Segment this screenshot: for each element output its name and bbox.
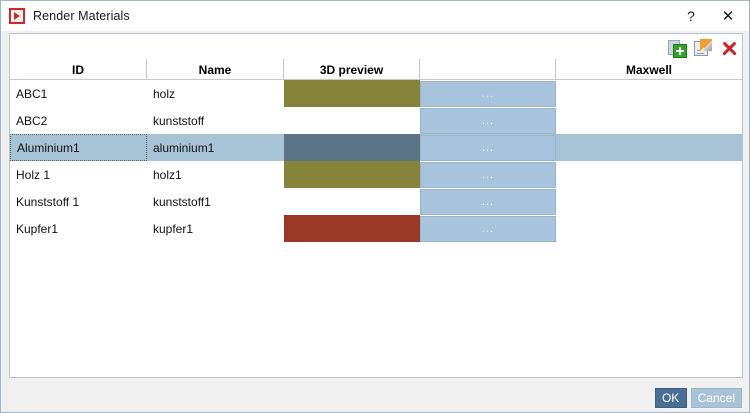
cancel-button[interactable]: Cancel <box>690 388 742 408</box>
cell-name[interactable]: kunststoff1 <box>153 194 211 209</box>
table-row[interactable]: Kunststoff 1 kunststoff1... <box>10 188 742 215</box>
browse-material-button[interactable]: ... <box>420 80 556 107</box>
table-row[interactable]: ABC2 kunststoff... <box>10 107 742 134</box>
material-color-swatch <box>284 161 420 188</box>
cell-name[interactable]: holz <box>153 86 176 101</box>
column-header-maxwell[interactable]: Maxwell <box>625 62 673 77</box>
cell-maxwell[interactable] <box>556 215 742 242</box>
ok-button[interactable]: OK <box>654 388 687 408</box>
material-color-swatch <box>284 134 420 161</box>
cell-maxwell[interactable] <box>556 107 742 134</box>
column-header-blank[interactable] <box>420 59 556 80</box>
cell-id[interactable]: Holz 1 <box>16 167 51 182</box>
browse-material-button[interactable]: ... <box>420 161 556 188</box>
cell-3d-preview[interactable] <box>284 161 420 188</box>
cell-id[interactable]: Kupfer1 <box>16 221 59 236</box>
cell-maxwell[interactable] <box>556 188 742 215</box>
dialog-footer: OK Cancel <box>654 388 742 408</box>
delete-material-icon[interactable] <box>720 39 739 58</box>
table-row[interactable]: Holz 1 holz1... <box>10 161 742 188</box>
table-row[interactable]: Kupfer1 kupfer1... <box>10 215 742 242</box>
cell-3d-preview[interactable] <box>284 188 420 215</box>
material-color-swatch <box>284 215 420 242</box>
cell-maxwell[interactable] <box>556 80 742 107</box>
cell-browse[interactable]: ... <box>420 107 556 134</box>
cell-3d-preview[interactable] <box>284 107 420 134</box>
cell-id[interactable]: ABC1 <box>16 86 48 101</box>
title-bar: Render Materials ? ✕ <box>1 1 749 31</box>
table-header-row: ID Name 3D preview Maxwell <box>10 59 742 80</box>
cell-maxwell[interactable] <box>556 161 742 188</box>
browse-material-button[interactable]: ... <box>420 134 556 161</box>
column-header-id[interactable]: ID <box>10 59 147 80</box>
render-materials-icon <box>9 8 25 24</box>
window-title: Render Materials <box>33 9 130 23</box>
browse-material-button[interactable]: ... <box>420 188 556 215</box>
browse-material-button[interactable]: ... <box>420 107 556 134</box>
cell-browse[interactable]: ... <box>420 134 556 161</box>
add-material-icon[interactable] <box>668 39 687 58</box>
table-row[interactable]: ABC1 holz... <box>10 80 742 107</box>
table-row[interactable]: Aluminium1 aluminium1... <box>10 134 742 161</box>
cell-browse[interactable]: ... <box>420 80 556 107</box>
cell-name[interactable]: kupfer1 <box>153 221 194 236</box>
cell-id[interactable]: ABC2 <box>16 113 48 128</box>
table-body: ABC1 holz... ABC2 kunststoff... Aluminium1 al… <box>10 80 742 242</box>
cell-name[interactable]: holz1 <box>153 167 182 182</box>
cell-maxwell[interactable] <box>556 134 742 161</box>
material-color-swatch <box>284 80 420 107</box>
cell-name[interactable]: aluminium1 <box>153 140 215 155</box>
column-header-preview[interactable]: 3D preview <box>284 59 420 80</box>
materials-toolbar <box>668 36 739 60</box>
close-button[interactable]: ✕ <box>721 8 735 25</box>
column-header-name[interactable]: Name <box>147 59 284 80</box>
cell-3d-preview[interactable] <box>284 80 420 107</box>
cell-3d-preview[interactable] <box>284 134 420 161</box>
edit-material-icon[interactable] <box>694 38 713 58</box>
help-button[interactable]: ? <box>687 8 695 24</box>
cell-3d-preview[interactable] <box>284 215 420 242</box>
cell-browse[interactable]: ... <box>420 215 556 242</box>
cell-id[interactable]: Aluminium1 <box>10 134 147 161</box>
cell-name[interactable]: kunststoff <box>153 113 205 128</box>
cell-browse[interactable]: ... <box>420 161 556 188</box>
cell-id[interactable]: Kunststoff 1 <box>16 194 80 209</box>
cell-browse[interactable]: ... <box>420 188 556 215</box>
browse-material-button[interactable]: ... <box>420 215 556 242</box>
